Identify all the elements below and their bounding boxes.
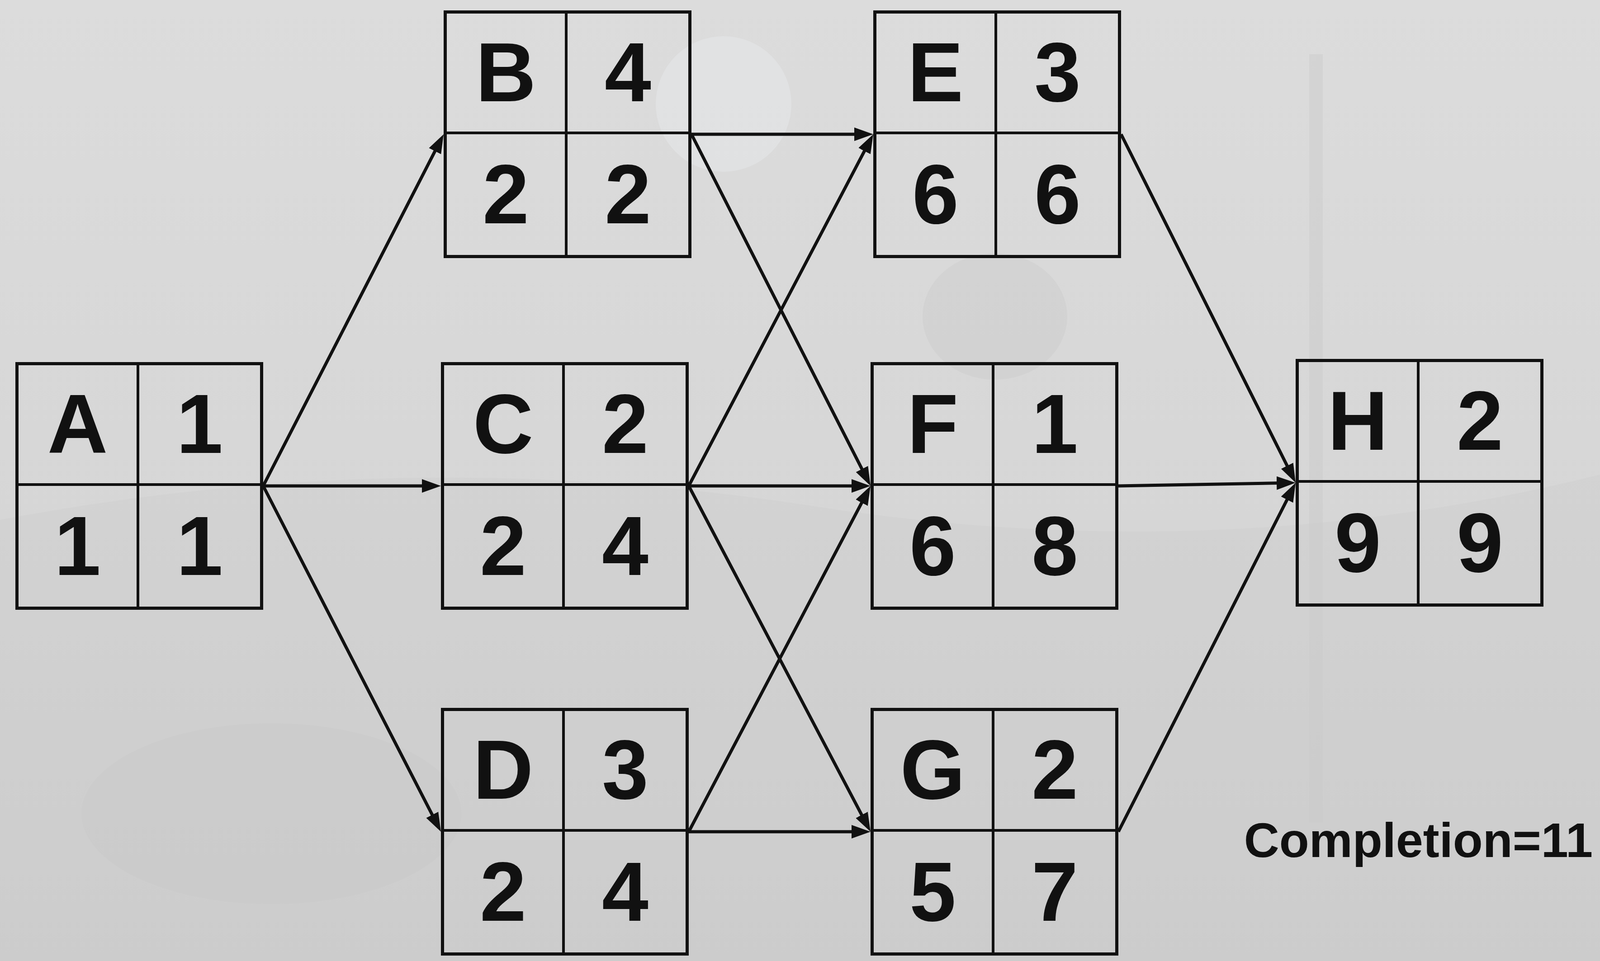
late-start: 6 [1034,152,1081,237]
precedence-arrow [1118,482,1287,487]
activity-name: F [907,382,959,467]
activity-box: F168 [870,362,1119,611]
early-start: 2 [479,850,527,935]
late-start: 4 [601,504,649,589]
activity-name: G [900,728,966,813]
activity-cell: 3 [997,13,1118,135]
activity-name: H [1327,379,1389,464]
activity-cell: 2 [444,486,565,607]
activity-cell: 9 [1419,482,1541,604]
activity-cell: 8 [994,486,1116,607]
activity-cell: 6 [997,134,1118,256]
activity-cell: E [876,13,998,135]
early-start: 2 [479,504,527,589]
activity-name: D [473,728,534,813]
activity-cell: 4 [564,486,686,607]
activity-box: A111 [15,362,264,611]
precedence-arrow [1121,134,1292,475]
activity-cell: C [444,365,565,487]
late-start: 1 [176,504,223,589]
activity-cell: 5 [873,832,995,953]
activity-cell: 2 [1419,362,1541,483]
precedence-arrow [691,132,865,137]
precedence-arrow [263,142,440,487]
early-start: 5 [909,850,957,935]
activity-box: E366 [873,10,1122,259]
duration: 2 [1456,379,1504,464]
faint-lander [922,253,1068,380]
activity-cell: 2 [994,711,1116,833]
early-start: 2 [482,152,530,237]
faint-ground [0,474,1600,961]
precedence-arrow [688,830,862,834]
precedence-arrow [691,134,867,479]
activity-cell: 3 [564,711,686,833]
activity-cell: 6 [873,486,995,607]
activity-cell: 2 [567,134,689,256]
precedence-arrow [688,486,867,824]
activity-name: E [907,30,964,115]
early-start: 6 [909,504,957,589]
duration: 2 [601,382,649,467]
precedence-arrow [1118,491,1292,833]
early-start: 6 [912,152,959,237]
precedence-arrow [263,484,432,488]
activity-cell: 9 [1298,482,1420,604]
precedence-arrow [263,486,437,824]
activity-cell: 6 [876,134,998,256]
activity-box: D324 [440,708,689,957]
activity-name: B [475,30,537,115]
activity-cell: 4 [564,832,686,953]
activity-cell: 2 [444,832,565,953]
activity-cell: 2 [446,134,568,256]
duration: 3 [601,728,649,813]
activity-box: H299 [1295,359,1544,607]
activity-cell: H [1298,362,1420,483]
duration: 3 [1034,30,1081,115]
duration: 1 [176,382,223,467]
precedence-arrow [688,494,867,833]
duration: 1 [1031,382,1079,467]
activity-box: G257 [870,708,1119,957]
duration: 2 [1031,728,1079,813]
activity-cell: B [446,13,568,135]
activity-cell: G [873,711,995,833]
activity-box: C224 [440,362,689,611]
late-start: 8 [1031,504,1079,589]
late-start: 2 [604,152,652,237]
activity-cell: A [18,365,140,487]
activity-cell: 1 [994,365,1116,487]
late-start: 4 [601,850,649,935]
late-start: 9 [1456,501,1504,586]
late-start: 7 [1031,850,1079,935]
activity-cell: D [444,711,565,833]
activity-cell: 4 [567,13,689,135]
activity-cell: 2 [564,365,686,487]
completion-note: Completion=11 [1244,814,1593,868]
activity-cell: 7 [994,832,1116,953]
activity-name: A [47,382,109,467]
activity-cell: 1 [139,365,261,487]
early-start: 1 [54,504,101,589]
activity-cell: F [873,365,995,487]
early-start: 9 [1334,501,1382,586]
activity-cell: 1 [18,486,140,607]
precedence-arrow [688,142,870,487]
duration: 4 [604,30,652,115]
activity-name: C [473,382,534,467]
activity-box: B422 [443,10,692,259]
activity-cell: 1 [139,486,261,607]
precedence-arrow [688,484,862,488]
faint-earth [655,36,792,172]
